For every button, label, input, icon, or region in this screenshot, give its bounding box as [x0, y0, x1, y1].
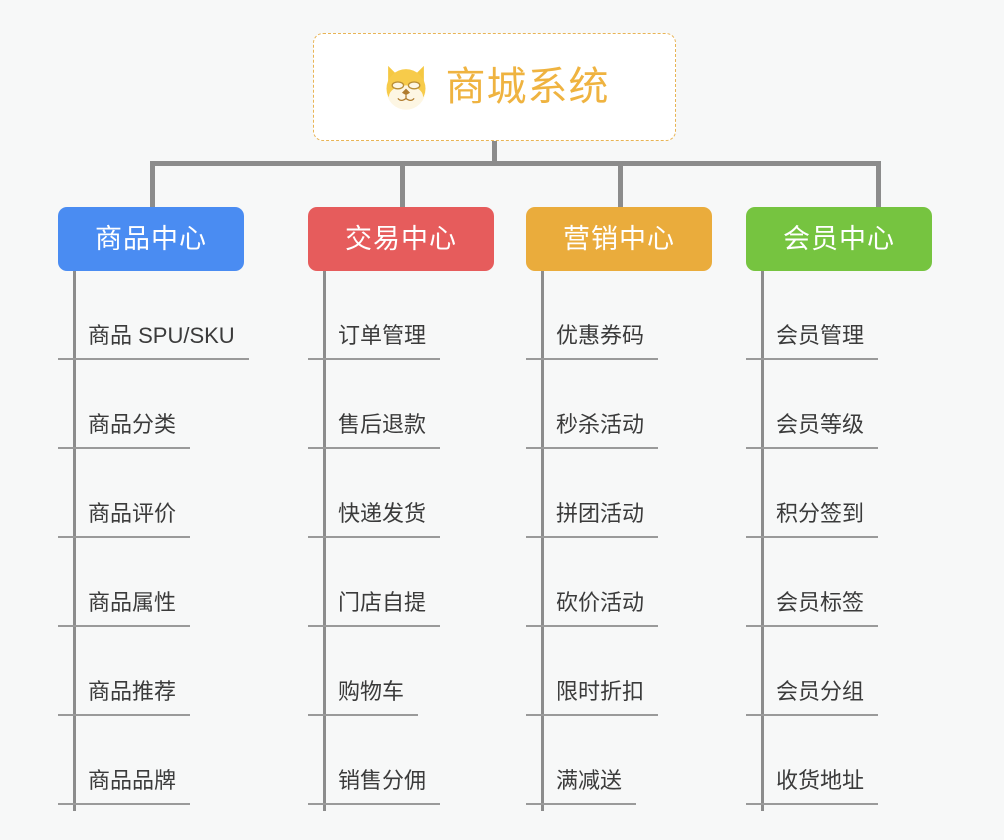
list-item[interactable]: 销售分佣: [308, 716, 441, 805]
connector-drop-1: [150, 164, 155, 209]
connector-drop-3: [618, 164, 623, 209]
leaf-label: 购物车: [308, 681, 419, 716]
leaf-label: 快递发货: [308, 503, 441, 538]
leaf-label: 限时折扣: [526, 681, 659, 716]
leaf-label: 售后退款: [308, 414, 441, 449]
leaf-label: 商品品牌: [58, 770, 191, 805]
list-item[interactable]: 商品 SPU/SKU: [58, 271, 249, 360]
leaf-label: 商品推荐: [58, 681, 191, 716]
leaf-list-3: 优惠券码 秒杀活动 拼团活动 砍价活动 限时折扣 满减送: [526, 271, 659, 805]
list-item[interactable]: 商品推荐: [58, 627, 249, 716]
category-label-2: 交易中心: [345, 223, 457, 254]
list-item[interactable]: 优惠券码: [526, 271, 659, 360]
leaf-list-4: 会员管理 会员等级 积分签到 会员标签 会员分组 收货地址: [746, 271, 879, 805]
list-item[interactable]: 售后退款: [308, 360, 441, 449]
connector-drop-2: [400, 164, 405, 209]
root-node[interactable]: 商城系统: [313, 33, 676, 141]
branch-column-3: 营销中心 优惠券码 秒杀活动 拼团活动 砍价活动 限时折扣 满减送: [526, 207, 712, 811]
list-item[interactable]: 会员管理: [746, 271, 879, 360]
list-item[interactable]: 秒杀活动: [526, 360, 659, 449]
leaf-label: 商品评价: [58, 503, 191, 538]
root-label: 商城系统: [445, 65, 610, 109]
branch-column-1: 商品中心 商品 SPU/SKU 商品分类 商品评价 商品属性 商品推荐 商品品牌: [58, 207, 249, 811]
category-box-3[interactable]: 营销中心: [526, 207, 712, 271]
category-box-4[interactable]: 会员中心: [746, 207, 932, 271]
list-item[interactable]: 商品品牌: [58, 716, 249, 805]
leaf-list-2: 订单管理 售后退款 快递发货 门店自提 购物车 销售分佣: [308, 271, 441, 805]
category-box-2[interactable]: 交易中心: [308, 207, 494, 271]
list-item[interactable]: 拼团活动: [526, 449, 659, 538]
leaf-label: 门店自提: [308, 592, 441, 627]
leaf-label: 商品分类: [58, 414, 191, 449]
leaf-label: 会员管理: [746, 325, 879, 360]
list-item[interactable]: 会员等级: [746, 360, 879, 449]
list-item[interactable]: 会员分组: [746, 627, 879, 716]
connector-drop-4: [876, 164, 881, 209]
branch-column-2: 交易中心 订单管理 售后退款 快递发货 门店自提 购物车 销售分佣: [308, 207, 494, 811]
connector-horizontal-bus: [150, 161, 881, 166]
leaf-label: 会员分组: [746, 681, 879, 716]
leaf-label: 积分签到: [746, 503, 879, 538]
leaf-label: 砍价活动: [526, 592, 659, 627]
leaf-label: 会员等级: [746, 414, 879, 449]
leaf-label: 商品属性: [58, 592, 191, 627]
leaf-label: 满减送: [526, 770, 637, 805]
column-spine-2: [323, 271, 326, 811]
leaf-label: 会员标签: [746, 592, 879, 627]
list-item[interactable]: 购物车: [308, 627, 440, 716]
leaf-label: 收货地址: [746, 770, 879, 805]
column-spine-3: [541, 271, 544, 811]
leaf-label: 拼团活动: [526, 503, 659, 538]
list-item[interactable]: 积分签到: [746, 449, 879, 538]
list-item[interactable]: 会员标签: [746, 538, 879, 627]
list-item[interactable]: 商品分类: [58, 360, 249, 449]
branch-column-4: 会员中心 会员管理 会员等级 积分签到 会员标签 会员分组 收货地址: [746, 207, 932, 811]
list-item[interactable]: 商品属性: [58, 538, 249, 627]
list-item[interactable]: 满减送: [526, 716, 658, 805]
category-box-1[interactable]: 商品中心: [58, 207, 244, 271]
shiba-dog-icon: [386, 65, 425, 110]
leaf-label: 秒杀活动: [526, 414, 659, 449]
leaf-label: 销售分佣: [308, 770, 441, 805]
list-item[interactable]: 商品评价: [58, 449, 249, 538]
list-item[interactable]: 限时折扣: [526, 627, 659, 716]
list-item[interactable]: 收货地址: [746, 716, 879, 805]
category-label-1: 商品中心: [95, 223, 207, 254]
list-item[interactable]: 订单管理: [308, 271, 441, 360]
column-spine-1: [73, 271, 76, 811]
leaf-label: 商品 SPU/SKU: [58, 325, 249, 360]
leaf-label: 订单管理: [308, 325, 441, 360]
list-item[interactable]: 快递发货: [308, 449, 441, 538]
list-item[interactable]: 砍价活动: [526, 538, 659, 627]
leaf-list-1: 商品 SPU/SKU 商品分类 商品评价 商品属性 商品推荐 商品品牌: [58, 271, 249, 805]
connector-root-stem: [492, 141, 497, 164]
leaf-label: 优惠券码: [526, 325, 659, 360]
list-item[interactable]: 门店自提: [308, 538, 441, 627]
category-label-3: 营销中心: [563, 223, 675, 254]
category-label-4: 会员中心: [783, 223, 895, 254]
column-spine-4: [761, 271, 764, 811]
